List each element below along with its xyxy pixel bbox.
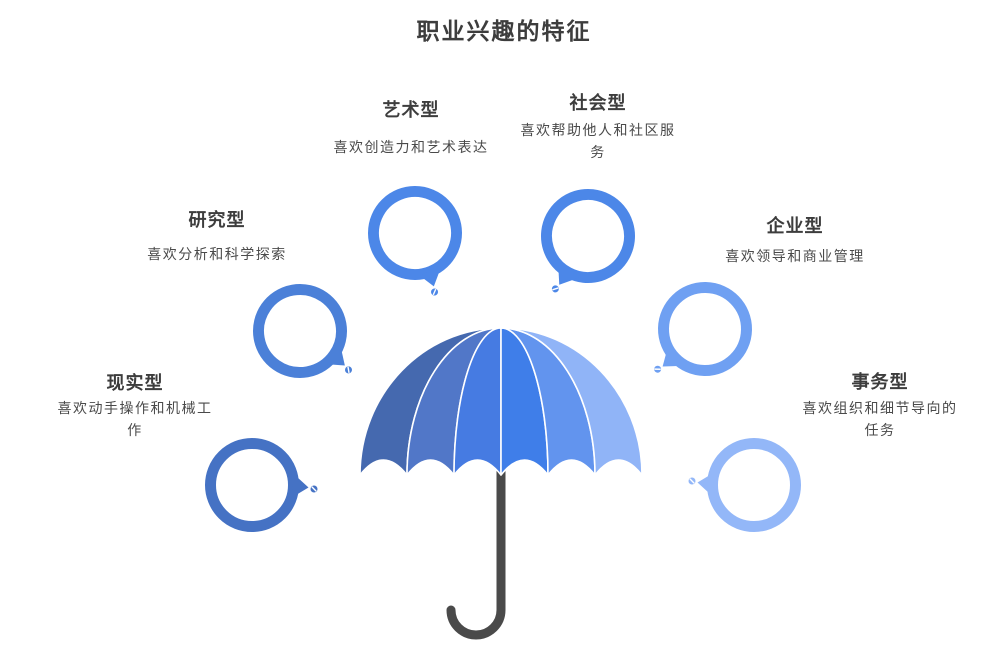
umbrella-handle — [446, 453, 506, 640]
bubble-tail — [697, 473, 715, 499]
umbrella-icon — [359, 327, 643, 640]
speech-bubble-ring-icon-conventional — [688, 438, 801, 532]
label-realistic: 现实型 — [106, 373, 164, 394]
speech-bubble-ring-icon-social — [541, 189, 635, 293]
label-investigative: 研究型 — [188, 210, 246, 231]
bubble-ring — [253, 284, 347, 378]
bubble-dot-slash — [311, 486, 317, 492]
desc-enterprising: 喜欢领导和商业管理 — [725, 249, 865, 265]
bubble-tail — [419, 264, 443, 287]
bubble-dot-slash — [654, 368, 661, 370]
page-title: 职业兴趣的特征 — [416, 19, 592, 45]
label-enterprising: 企业型 — [766, 216, 824, 237]
bubble-dot-slash — [432, 288, 437, 296]
speech-bubble-ring-icon-artistic — [368, 186, 462, 296]
umbrella-canopy — [359, 327, 643, 476]
speech-bubble-ring-icon-enterprising — [654, 282, 752, 376]
desc-artistic: 喜欢创造力和艺术表达 — [333, 140, 489, 156]
bubble-ring — [658, 282, 752, 376]
bubble-ring — [368, 186, 462, 280]
bubble-ring — [541, 189, 635, 283]
bubble-tail — [662, 349, 687, 367]
speech-bubble-ring-icon-investigative — [253, 284, 352, 378]
umbrella-segment-6 — [500, 327, 643, 476]
label-social: 社会型 — [569, 93, 627, 114]
bubble-tail — [327, 342, 345, 366]
bubble-dot-slash — [347, 366, 350, 374]
label-artistic: 艺术型 — [382, 100, 440, 121]
bubble-dot-slash — [552, 287, 559, 291]
label-conventional: 事务型 — [851, 372, 909, 393]
bubble-ring — [707, 438, 801, 532]
bubble-dot-slash — [689, 478, 695, 484]
bubble-ring — [205, 438, 299, 532]
desc-social: 喜欢帮助他人和社区服务 — [520, 123, 676, 161]
desc-realistic: 喜欢动手操作和机械工作 — [57, 401, 213, 439]
desc-investigative: 喜欢分析和科学探索 — [147, 247, 287, 263]
speech-bubble-ring-icon-realistic — [205, 438, 318, 532]
bubble-tail — [291, 471, 309, 497]
desc-conventional: 喜欢组织和细节导向的任务 — [802, 401, 958, 439]
bubble-tail — [558, 267, 582, 285]
